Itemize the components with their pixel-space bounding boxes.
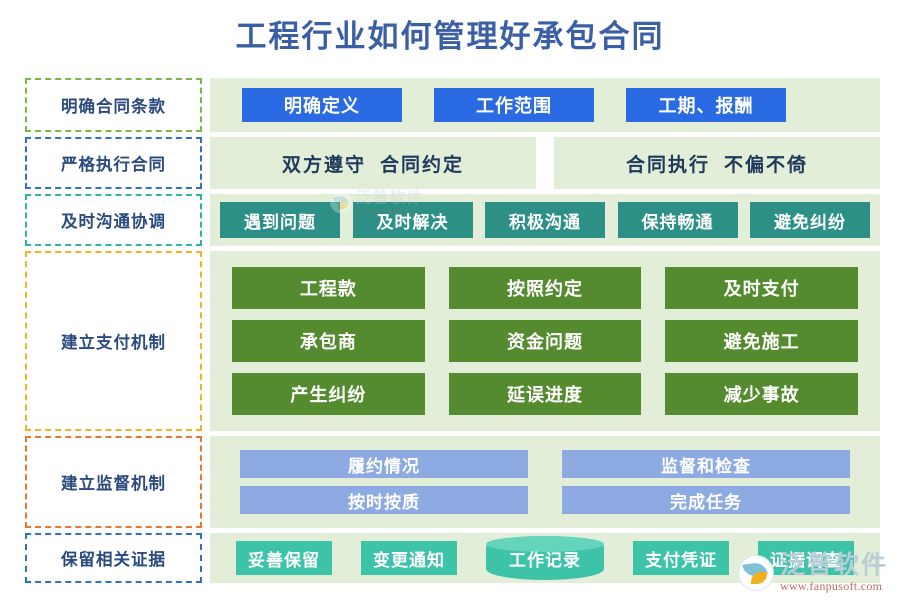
row-label-strict-execution[interactable]: 严格执行合同: [25, 137, 202, 189]
chip-encounter-problem[interactable]: 遇到问题: [220, 202, 340, 238]
panel-mutual-compliance[interactable]: 双方遵守 合同约定: [210, 137, 536, 189]
chip-label: 积极沟通: [509, 212, 581, 232]
row-content-clarify-contract-terms: 明确定义 工作范围 工期、报酬: [210, 78, 880, 132]
row-retain-evidence: 保留相关证据 妥善保留 变更通知 工作记录 支付凭证 证据调查: [0, 533, 900, 583]
chip-label: 及时解决: [376, 212, 449, 232]
chip-label: 明确定义: [284, 96, 360, 116]
chip-label: 产生纠纷: [290, 385, 367, 405]
chip-proper-retention[interactable]: 妥善保留: [236, 541, 332, 575]
chip-cause-dispute[interactable]: 产生纠纷: [232, 373, 425, 415]
chip-active-communication[interactable]: 积极沟通: [485, 202, 605, 238]
chip-complete-task[interactable]: 完成任务: [562, 486, 850, 514]
panel-text-part1: 双方遵守: [281, 154, 366, 176]
label-text: 及时沟通协调: [61, 213, 166, 231]
row-label-timely-communication[interactable]: 及时沟通协调: [25, 194, 202, 246]
chip-timely-payment[interactable]: 及时支付: [665, 267, 858, 309]
label-text: 建立支付机制: [61, 334, 166, 352]
chip-performance-status[interactable]: 履约情况: [240, 450, 528, 478]
chip-label: 完成任务: [670, 492, 742, 512]
row-content-supervision-mechanism: 履约情况 监督和检查 按时按质 完成任务: [210, 436, 880, 528]
chip-label: 履约情况: [348, 456, 420, 476]
chip-label: 及时支付: [723, 279, 800, 299]
chip-label: 资金问题: [506, 332, 583, 352]
row-payment-mechanism: 建立支付机制 工程款 按照约定 及时支付 承包商 资金问题: [0, 251, 900, 431]
chip-label: 按时按质: [348, 492, 420, 512]
chip-label: 工程款: [299, 279, 357, 299]
row-label-payment-mechanism[interactable]: 建立支付机制: [25, 251, 202, 431]
supervision-chip-grid: 履约情况 监督和检查 按时按质 完成任务: [240, 450, 850, 514]
chip-on-time-on-quality[interactable]: 按时按质: [240, 486, 528, 514]
chip-contractor[interactable]: 承包商: [232, 320, 425, 362]
chip-label: 证据调查: [770, 550, 842, 570]
row-content-retain-evidence: 妥善保留 变更通知 工作记录 支付凭证 证据调查: [210, 533, 880, 583]
row-timely-communication: 及时沟通协调 遇到问题 及时解决 积极沟通 保持畅通 避免纠纷: [0, 194, 900, 246]
chip-label: 变更通知: [373, 550, 445, 570]
chip-label: 按照约定: [506, 279, 583, 299]
row-clarify-contract-terms: 明确合同条款 明确定义 工作范围 工期、报酬: [0, 78, 900, 132]
chip-label: 承包商: [299, 332, 357, 352]
chip-label: 工作记录: [509, 550, 581, 570]
label-text: 明确合同条款: [61, 98, 166, 116]
chip-avoid-construction-halt[interactable]: 避免施工: [665, 320, 858, 362]
row-supervision-mechanism: 建立监督机制 履约情况 监督和检查 按时按质 完成任务: [0, 436, 900, 528]
row-content-strict-execution: 双方遵守 合同约定 合同执行 不偏不倚: [210, 137, 880, 189]
row-label-retain-evidence[interactable]: 保留相关证据: [25, 533, 202, 583]
label-text: 严格执行合同: [61, 156, 166, 174]
chip-keep-channels-open[interactable]: 保持畅通: [617, 202, 738, 238]
chip-label: 减少事故: [723, 385, 800, 405]
chip-work-record-cylinder[interactable]: 工作记录: [486, 536, 604, 580]
chip-label: 避免施工: [723, 332, 800, 352]
panel-impartial-execution[interactable]: 合同执行 不偏不倚: [554, 137, 880, 189]
chip-funding-issue[interactable]: 资金问题: [448, 320, 642, 362]
row-label-supervision-mechanism[interactable]: 建立监督机制: [25, 436, 202, 528]
label-text: 保留相关证据: [61, 551, 166, 569]
chip-project-payment[interactable]: 工程款: [232, 267, 425, 309]
chip-payment-voucher[interactable]: 支付凭证: [633, 541, 729, 575]
chip-label: 工作范围: [476, 96, 552, 116]
chip-avoid-disputes[interactable]: 避免纠纷: [750, 202, 870, 238]
chip-delay-progress[interactable]: 延误进度: [448, 373, 642, 415]
chip-duration-and-payment[interactable]: 工期、报酬: [626, 88, 786, 122]
chip-label: 妥善保留: [248, 550, 320, 570]
panel-text-group: 双方遵守 合同约定: [210, 150, 536, 177]
chip-label: 遇到问题: [244, 212, 316, 232]
chip-label: 避免纠纷: [774, 212, 846, 232]
chip-label: 支付凭证: [645, 550, 717, 570]
chip-as-agreed[interactable]: 按照约定: [448, 267, 642, 309]
chip-scope-of-work[interactable]: 工作范围: [434, 88, 594, 122]
row-content-payment-mechanism: 工程款 按照约定 及时支付 承包商 资金问题 避免施工 产生纠纷: [210, 251, 880, 431]
chip-supervision-and-inspection[interactable]: 监督和检查: [562, 450, 850, 478]
chip-reduce-accidents[interactable]: 减少事故: [665, 373, 858, 415]
row-strict-execution: 严格执行合同 双方遵守 合同约定 合同执行 不偏不倚: [0, 137, 900, 189]
row-label-clarify-contract-terms[interactable]: 明确合同条款: [25, 78, 202, 132]
row-content-timely-communication: 遇到问题 及时解决 积极沟通 保持畅通 避免纠纷: [210, 194, 880, 246]
chip-label: 保持畅通: [641, 212, 714, 232]
chip-label: 监督和检查: [661, 456, 751, 476]
payment-chip-grid: 工程款 按照约定 及时支付 承包商 资金问题 避免施工 产生纠纷: [232, 267, 858, 415]
panel-text-part2: 不偏不倚: [724, 154, 809, 176]
chip-clear-definition[interactable]: 明确定义: [242, 88, 402, 122]
panel-text-group: 合同执行 不偏不倚: [554, 150, 880, 177]
chip-label: 延误进度: [506, 385, 583, 405]
page-title: 工程行业如何管理好承包合同: [235, 19, 665, 54]
chip-label: 工期、报酬: [658, 96, 754, 116]
label-text: 建立监督机制: [61, 475, 166, 493]
contract-management-diagram: 明确合同条款 明确定义 工作范围 工期、报酬 严格执行合同 双方遵守 合同约定: [0, 78, 900, 583]
panel-text-part2: 合同约定: [380, 154, 465, 176]
chip-timely-resolution[interactable]: 及时解决: [352, 202, 473, 238]
chip-evidence-investigation[interactable]: 证据调查: [758, 541, 854, 575]
chip-change-notice[interactable]: 变更通知: [361, 541, 457, 575]
panel-text-part1: 合同执行: [625, 154, 710, 176]
